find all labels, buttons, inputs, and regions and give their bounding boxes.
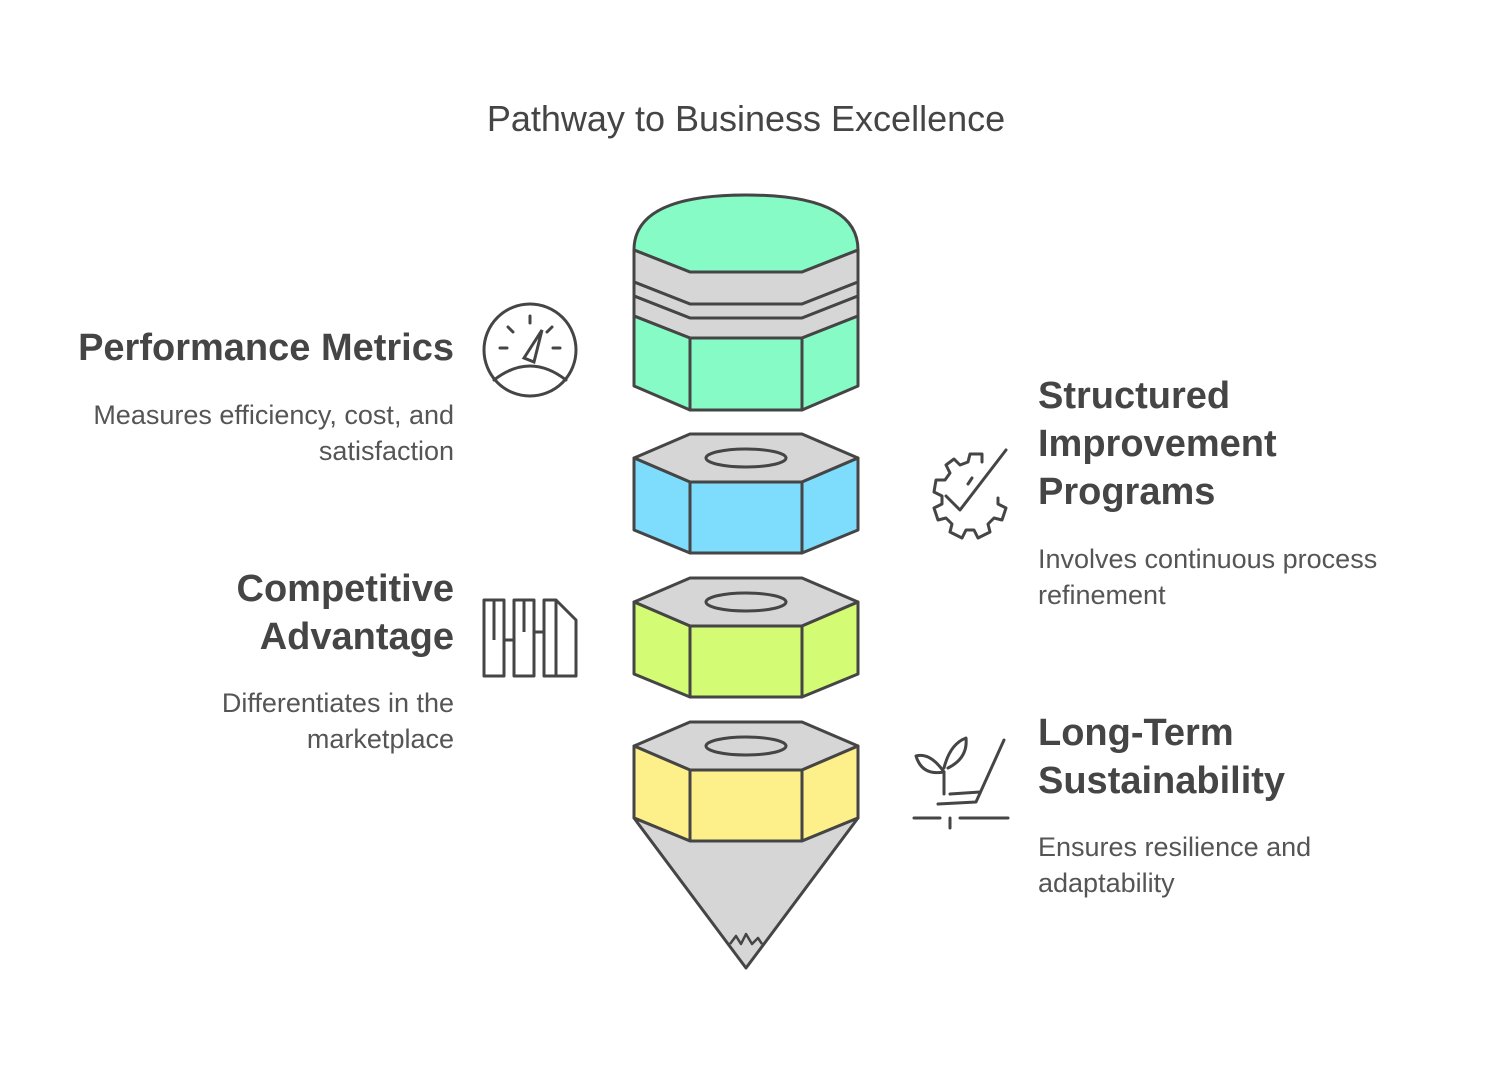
label-competitive-advantage: Competitive Advantage xyxy=(236,568,454,658)
pencil-tip xyxy=(632,816,860,970)
label-long-term-sustainability: Long-Term Sustainability xyxy=(1038,712,1286,802)
segment-long-term-sustainability xyxy=(632,720,860,843)
plant-hand-icon xyxy=(912,736,1010,830)
label-structured-improvement: Structured Improvement Programs xyxy=(1038,375,1277,513)
label-performance-metrics: Performance Metrics xyxy=(78,327,454,369)
gear-check-icon xyxy=(932,448,1008,540)
desc-long-term-sustainability: Ensures resilience and adaptability xyxy=(1038,832,1312,898)
desc-performance-metrics: Measures efficiency, cost, and satisfact… xyxy=(93,400,454,466)
segment-competitive-advantage xyxy=(632,576,860,699)
desc-structured-improvement: Involves continuous process refinement xyxy=(1038,544,1378,610)
speedometer-icon xyxy=(482,302,578,398)
segment-structured-improvement xyxy=(632,432,860,555)
diagram-title: Pathway to Business Excellence xyxy=(486,98,1006,139)
segment-performance-metrics xyxy=(632,193,860,412)
bar-columns-icon xyxy=(482,598,578,678)
eraser-cap xyxy=(632,193,860,274)
desc-competitive-advantage: Differentiates in the marketplace xyxy=(221,688,454,754)
